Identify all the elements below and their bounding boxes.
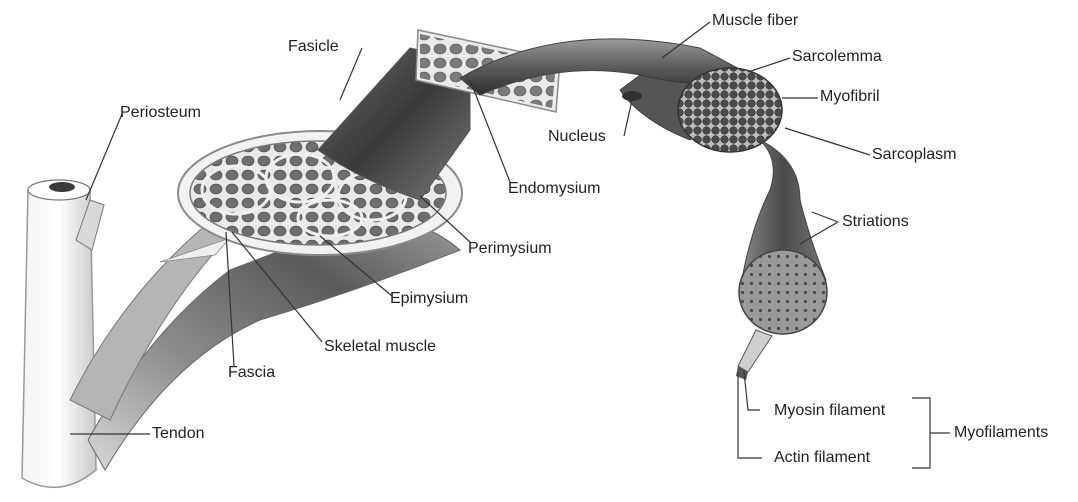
label-skeletal-muscle: Skeletal muscle — [324, 338, 436, 356]
label-actin-filament: Actin filament — [774, 449, 870, 467]
label-muscle-fiber: Muscle fiber — [712, 12, 798, 30]
label-perimysium: Perimysium — [468, 240, 552, 258]
label-tendon: Tendon — [152, 425, 205, 443]
myofibril-shape — [736, 140, 827, 380]
label-myosin-filament: Myosin filament — [774, 402, 885, 420]
label-endomysium: Endomysium — [508, 180, 600, 198]
label-periosteum: Periosteum — [120, 104, 201, 122]
label-nucleus: Nucleus — [548, 128, 606, 146]
label-myofibril: Myofibril — [820, 88, 880, 106]
label-fasicle: Fasicle — [288, 38, 339, 56]
label-myofilaments: Myofilaments — [954, 424, 1048, 442]
label-fascia: Fascia — [228, 364, 275, 382]
label-epimysium: Epimysium — [390, 290, 468, 308]
label-sarcoplasm: Sarcoplasm — [872, 146, 956, 164]
label-sarcolemma: Sarcolemma — [792, 48, 882, 66]
label-striations: Striations — [842, 213, 909, 231]
